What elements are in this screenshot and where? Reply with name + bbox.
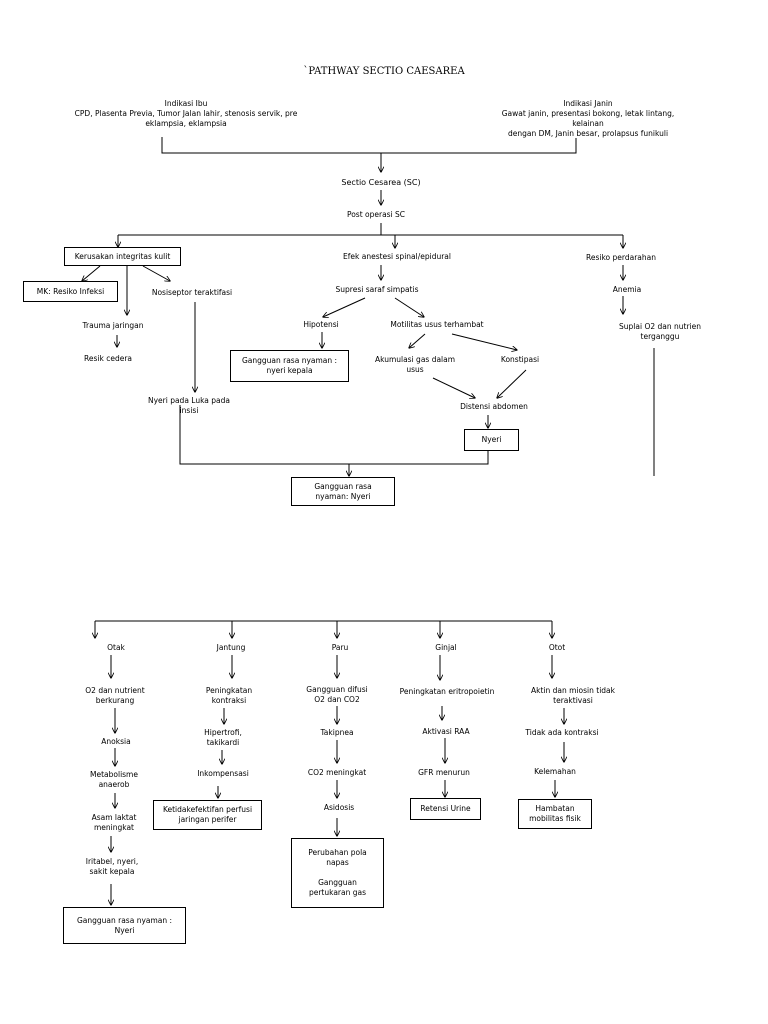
node-asidosis: Asidosis [323,803,355,812]
node-tidak-kontraksi: Tidak ada kontraksi [525,728,599,737]
node-perubahan-pola: Perubahan pola napas Gangguan pertukaran… [291,838,384,908]
node-metabolisme: Metabolisme anaerob [90,770,138,789]
node-trauma-jaringan: Trauma jaringan [82,321,144,330]
node-ketidakefektifan: Ketidakefektifan perfusi jaringan perife… [153,800,262,830]
node-retensi-urine: Retensi Urine [410,798,481,820]
node-motilitas-usus: Motilitas usus terhambat [390,320,484,329]
node-anemia: Anemia [612,285,642,294]
node-anoksia: Anoksia [101,737,131,746]
edge-to-akumulasi [409,333,426,348]
page-title: `PATHWAY SECTIO CAESAREA [303,66,465,77]
node-resiko-perdarahan: Resiko perdarahan [586,253,656,262]
node-gangguan-difusi: Gangguan difusi O2 dan CO2 [306,685,368,704]
node-paru: Paru [331,643,349,652]
edge-to-hipotensi [323,297,366,317]
node-otak: Otak [107,643,125,652]
edge-merge-nyeri [179,405,489,465]
node-otot: Otot [548,643,566,652]
node-takipnea: Takipnea [320,728,354,737]
edge-indikasi-merge [161,137,577,154]
node-mk-resiko-infeksi: MK: Resiko Infeksi [23,281,118,302]
node-supresi-saraf: Supresi saraf simpatis [335,285,419,294]
node-gangguan-nyeri-2: Gangguan rasa nyaman : Nyeri [63,907,186,944]
node-iritabel: Iritabel, nyeri, sakit kepala [85,857,139,876]
node-nyeri-luka: Nyeri pada Luka pada insisi [147,396,231,415]
node-konstipasi: Konstipasi [500,355,540,364]
node-hipotensi: Hipotensi [303,320,339,329]
edge-to-mk-infeksi [82,265,101,281]
node-distensi-abdomen: Distensi abdomen [460,402,528,411]
edge-to-nosiseptor [142,265,170,281]
node-inkompensasi: Inkompensasi [197,769,249,778]
node-hipertrofi: Hipertrofi, takikardi [204,728,242,747]
node-peningkatan-eritropoietin: Peningkatan eritropoietin [399,687,495,696]
node-indikasi-janin: Indikasi Janin Gawat janin, presentasi b… [501,99,675,138]
node-co2-meningkat: CO2 meningkat [307,768,367,777]
node-indikasi-ibu: Indikasi Ibu CPD, Plasenta Previa, Tumor… [74,99,298,128]
node-gfr-menurun: GFR menurun [418,768,470,777]
edge-konstipasi-distensi [497,369,527,398]
node-ginjal: Ginjal [435,643,457,652]
node-asam-laktat: Asam laktat meningkat [91,813,137,832]
node-gangguan-nyeri-kepala: Gangguan rasa nyaman : nyeri kepala [230,350,349,382]
edge-akumulasi-distensi [432,377,475,398]
node-aktin-miosin: Aktin dan miosin tidak teraktivasi [531,686,615,705]
node-gangguan-nyeri-1: Gangguan rasa nyaman: Nyeri [291,477,395,506]
edge-to-motilitas [394,297,424,317]
node-jantung: Jantung [216,643,246,652]
node-nyeri: Nyeri [464,429,519,451]
node-kerusakan-integritas: Kerusakan integritas kulit [64,247,181,266]
node-nosiseptor: Nosiseptor teraktifasi [151,288,233,297]
node-kelemahan: Kelemahan [534,767,576,776]
node-peningkatan-kontraksi: Peningkatan kontraksi [205,686,253,705]
node-resiko-cedera: Resik cedera [84,354,132,363]
node-post-operasi: Post operasi SC [346,210,406,219]
node-suplai-o2: Suplai O2 dan nutrien terganggu [619,322,701,341]
node-hambatan-mobilitas: Hambatan mobilitas fisik [518,799,592,829]
node-sectio-caesarea: Sectio Cesarea (SC) [341,178,421,187]
node-efek-anestesi: Efek anestesi spinal/epidural [343,252,451,261]
node-akumulasi-gas: Akumulasi gas dalam usus [374,355,456,374]
node-o2-nutrient: O2 dan nutrient berkurang [85,686,145,705]
node-aktivasi-raa: Aktivasi RAA [422,727,470,736]
edge-to-konstipasi [451,333,517,350]
